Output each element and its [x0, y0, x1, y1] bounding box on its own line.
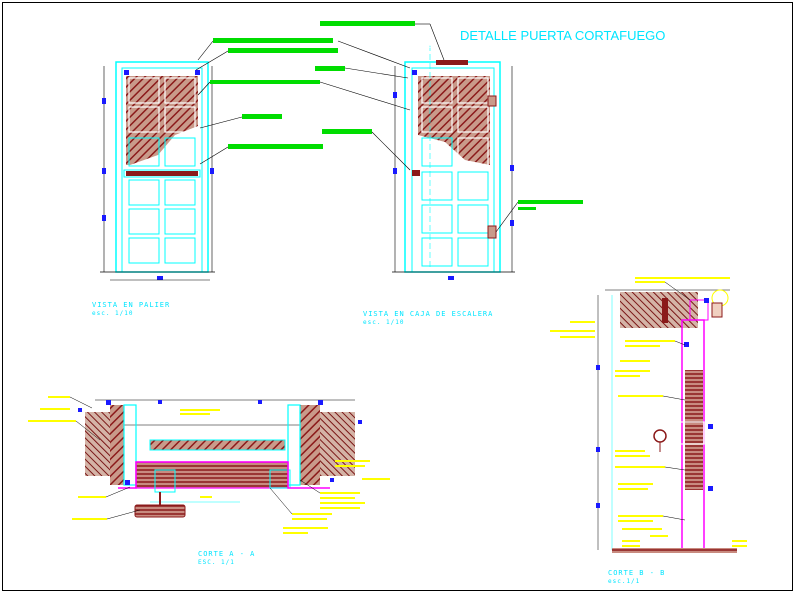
palier-leaders — [195, 21, 430, 165]
caja-leaders — [319, 23, 583, 233]
scale-corte-b: esc.1/1 — [608, 578, 640, 585]
svg-text:B: B — [428, 278, 432, 286]
vista-caja: B B — [392, 42, 515, 286]
scale-caja: esc. 1/10 — [363, 319, 405, 326]
drawing-title: DETALLE PUERTA CORTAFUEGO — [460, 28, 665, 43]
svg-text:A: A — [212, 149, 217, 157]
svg-text:A: A — [95, 149, 100, 157]
corte-b — [550, 277, 747, 553]
scale-corte-a: ESC. 1/1 — [198, 559, 235, 566]
corte-a — [28, 396, 390, 534]
svg-text:B: B — [428, 42, 432, 50]
scale-palier: esc. 1/10 — [92, 310, 134, 317]
caption-caja: VISTA EN CAJA DE ESCALERA — [363, 310, 493, 318]
vista-palier: A A — [95, 61, 217, 281]
caption-corte-b: CORTE B - B — [608, 569, 665, 577]
caption-palier: VISTA EN PALIER — [92, 301, 170, 309]
caption-corte-a: CORTE A - A — [198, 550, 255, 558]
